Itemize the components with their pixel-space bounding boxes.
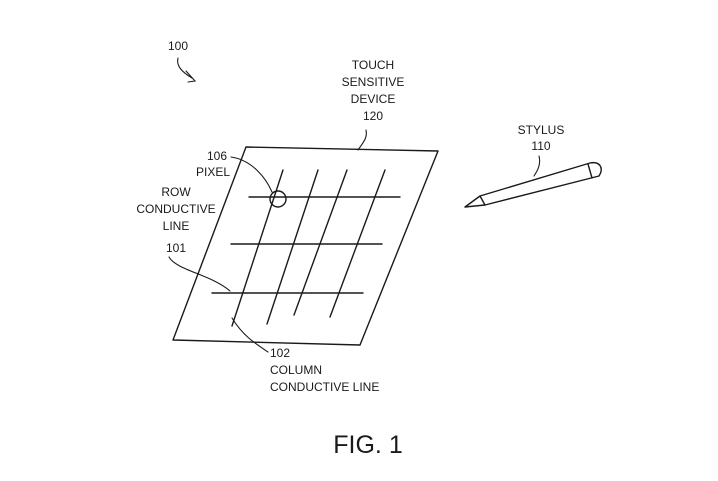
device-ref-120: 120 [363,109,383,123]
figure-ref-arrowhead [185,70,197,83]
stylus-tip-ring [479,195,486,206]
pixel-ref-106: 106 [207,149,227,163]
column-conductive-line-1 [231,169,284,327]
column-line-leader [231,317,269,353]
column-conductive-line-3 [293,169,348,316]
column-line-ref-102: 102 [270,346,290,360]
row-line-label: ROW CONDUCTIVE LINE 101 [136,185,215,255]
pixel-label: PIXEL [196,165,230,179]
figure-ref-100: 100 [168,39,188,53]
device-label-line2: SENSITIVE [342,75,405,89]
stylus-ref-110: 110 [531,139,550,153]
row-line-label-line3: LINE [163,219,190,233]
stylus-body [464,161,602,208]
column-conductive-line-4 [329,169,386,318]
column-line-label-line1: COLUMN [270,363,322,377]
device-leader-line [357,129,367,151]
row-line-label-line1: ROW [161,185,191,199]
stylus-leader-line [533,155,541,177]
stylus-cap-ring [587,163,593,179]
row-line-leader [168,256,231,292]
row-line-label-line2: CONDUCTIVE [136,202,215,216]
device-label: TOUCH SENSITIVE DEVICE 120 [342,58,405,123]
column-conductive-line-2 [266,169,319,325]
device-label-line3: DEVICE [351,92,396,106]
pixel-leader-line [230,156,273,193]
figure-ref-arrow [177,57,193,79]
figure-caption: FIG. 1 [333,431,402,459]
row-line-ref-101: 101 [166,241,186,255]
stylus-label: STYLUS [518,123,565,137]
touch-panel-outline [172,146,439,346]
device-label-line1: TOUCH [352,58,394,72]
column-line-label-line2: CONDUCTIVE LINE [270,380,379,394]
pixel-circle [269,190,287,208]
